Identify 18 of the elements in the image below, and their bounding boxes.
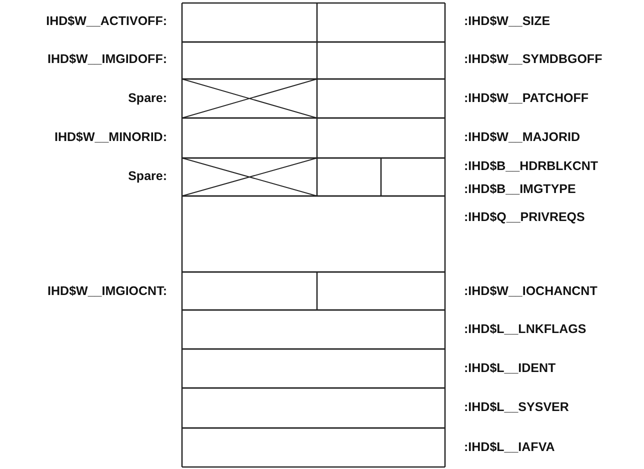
- field-label: :IHD$L__LNKFLAGS: [464, 322, 586, 337]
- field-label: IHD$W__MINORID:: [54, 130, 167, 145]
- field-label: :IHD$Q__PRIVREQS: [464, 210, 585, 225]
- field-label: :IHD$B__HDRBLKCNT: [464, 159, 598, 174]
- field-label: :IHD$W__SIZE: [464, 14, 550, 29]
- field-label: :IHD$L__IAFVA: [464, 440, 555, 455]
- field-label: :IHD$W__SYMDBGOFF: [464, 52, 602, 67]
- field-label: Spare:: [128, 91, 167, 106]
- field-label: :IHD$W__MAJORID: [464, 130, 580, 145]
- field-label: Spare:: [128, 169, 167, 184]
- field-label: IHD$W__IMGIOCNT:: [48, 284, 167, 299]
- field-label: :IHD$W__IOCHANCNT: [464, 284, 598, 299]
- field-label: :IHD$L__SYSVER: [464, 400, 569, 415]
- field-label: :IHD$W__PATCHOFF: [464, 91, 589, 106]
- field-label: :IHD$B__IMGTYPE: [464, 182, 576, 197]
- field-label: IHD$W__IMGIDOFF:: [48, 52, 167, 67]
- field-label: :IHD$L__IDENT: [464, 361, 556, 376]
- field-label: IHD$W__ACTIVOFF:: [46, 14, 167, 29]
